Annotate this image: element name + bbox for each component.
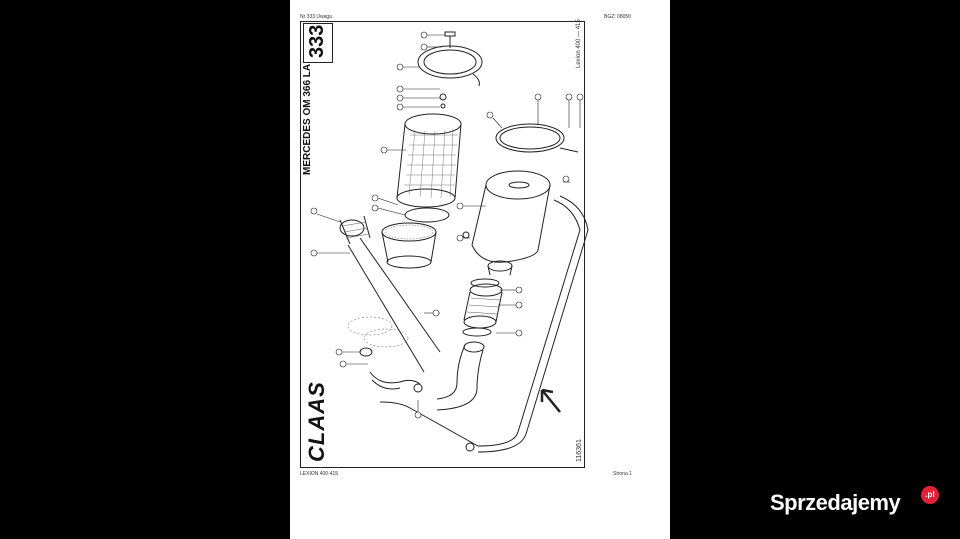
filter-housing-part [485, 170, 551, 200]
clamp-ring-part [495, 123, 565, 153]
document-page [290, 0, 670, 539]
intake-pipe-part [347, 237, 441, 373]
air-filter-cover-part [417, 45, 483, 79]
sprzedajemy-watermark: Sprzedajemy [770, 490, 901, 515]
page-number-box [303, 23, 333, 63]
diagram-frame [300, 21, 585, 468]
watermark-badge: .pl [921, 486, 939, 504]
header-right-text: BGZ: 08050 [604, 14, 631, 20]
elbow-pipe-part [436, 344, 484, 411]
hose-right-part [379, 199, 581, 447]
footer-left-text: LEXION 400-415 [300, 471, 339, 477]
footer-right-text: Strona 1 [613, 471, 632, 477]
header-left-text: Nr 333 Uwaga [300, 14, 332, 20]
exploded-parts-diagram [310, 31, 589, 453]
filter-element-part [404, 113, 462, 135]
